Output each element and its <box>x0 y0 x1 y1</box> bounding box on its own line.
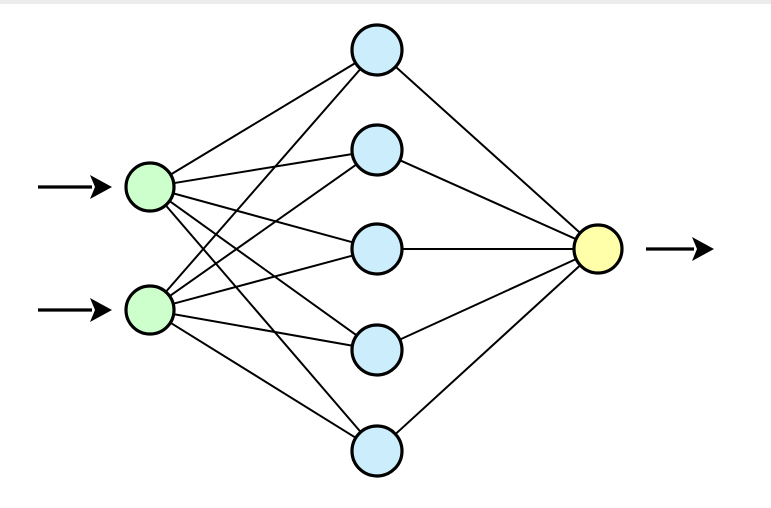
connection-edges-group <box>165 62 581 439</box>
input-node-2[interactable] <box>124 284 176 336</box>
hidden-node-5[interactable] <box>350 424 404 478</box>
neuron-nodes-group <box>124 23 624 478</box>
connection-edge <box>400 159 576 240</box>
connection-edge <box>165 205 361 432</box>
connection-edge <box>165 69 361 292</box>
input-arrow-1 <box>38 175 112 199</box>
input-arrow-2 <box>38 298 112 322</box>
connection-edge <box>174 313 352 347</box>
output-arrow-1 <box>646 237 714 261</box>
connection-edge <box>171 62 356 175</box>
output-arrow-1-head <box>692 237 714 261</box>
connection-edge <box>174 192 352 244</box>
top-edge-band <box>0 0 771 4</box>
connection-edge <box>170 322 356 439</box>
io-arrows-group <box>38 175 714 322</box>
hidden-node-1[interactable] <box>350 23 404 77</box>
hidden-node-2[interactable] <box>350 123 404 177</box>
connection-edge <box>174 153 352 184</box>
connection-edge <box>174 254 352 305</box>
input-arrow-2-head <box>90 298 112 322</box>
hidden-node-3[interactable] <box>350 222 404 276</box>
input-arrow-1-head <box>90 175 112 199</box>
connection-edge <box>400 258 576 341</box>
output-node-1[interactable] <box>572 223 624 275</box>
hidden-node-4[interactable] <box>350 323 404 377</box>
input-node-1[interactable] <box>124 161 176 213</box>
connection-edge <box>395 265 581 435</box>
connection-edge <box>170 164 357 297</box>
connection-edge <box>395 66 580 233</box>
connection-edge <box>169 200 357 336</box>
